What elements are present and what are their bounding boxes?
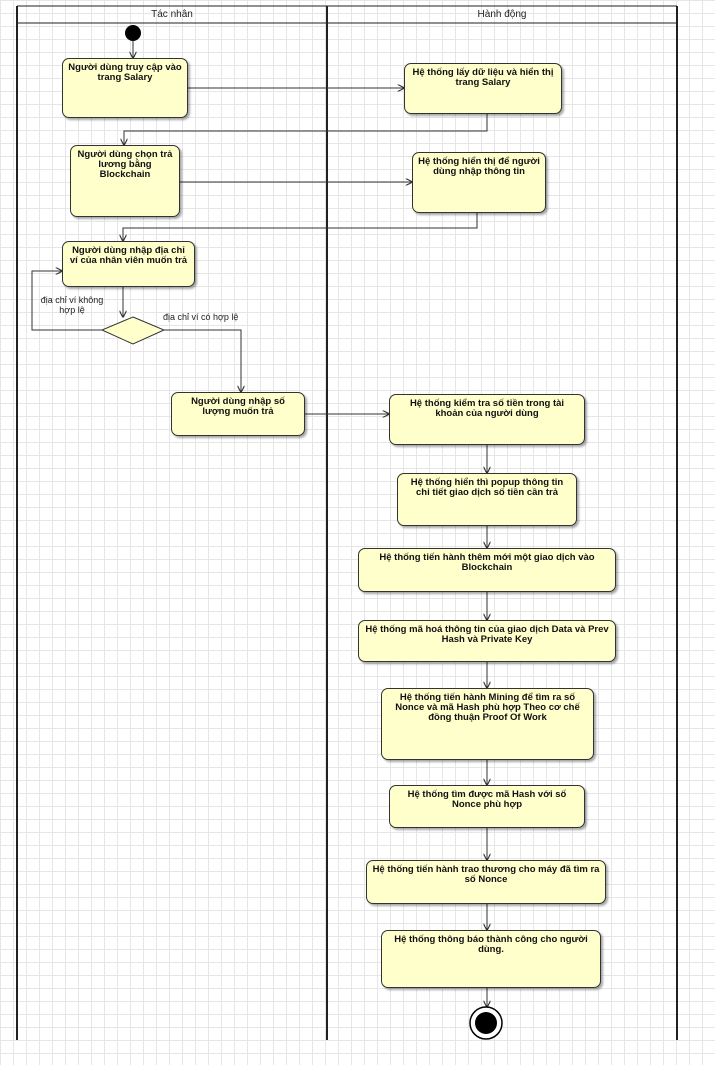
swimlane-frame — [16, 5, 678, 1040]
node-enter-wallet: Người dùng nhập địa chỉ ví của nhân viên… — [62, 241, 195, 287]
final-node — [469, 1006, 503, 1040]
node-show-popup: Hệ thống hiển thì popup thông tin chi ti… — [397, 473, 577, 526]
node-found-hash: Hệ thống tìm được mã Hash với số Nonce p… — [389, 785, 585, 828]
node-add-transaction: Hệ thống tiến hành thêm mới một giao dịc… — [358, 548, 616, 592]
edge-decision-invalid — [31, 271, 102, 331]
node-reward-miner: Hệ thống tiến hành trao thương cho máy đ… — [366, 860, 606, 904]
decision-node — [100, 316, 166, 345]
edge-n4-n5 — [123, 213, 478, 241]
guard-valid-wallet: địa chỉ ví có hợp lệ — [163, 312, 239, 322]
node-check-balance: Hệ thống kiểm tra số tiền trong tài khoả… — [389, 394, 585, 445]
node-access-salary: Người dùng truy cập vào trang Salary — [62, 58, 188, 118]
lane-header-action: Hành động — [477, 9, 527, 20]
guard-invalid-wallet: địa chỉ ví không hợp lệ — [40, 295, 104, 315]
node-encrypt-data: Hệ thống mã hoá thông tin của giao dịch … — [358, 620, 616, 662]
initial-node — [125, 25, 141, 41]
edge-n2-n3 — [124, 114, 488, 145]
node-mining: Hệ thống tiến hành Mining để tìm ra số N… — [381, 688, 594, 760]
node-load-salary: Hệ thống lấy dữ liệu và hiển thị trang S… — [404, 63, 562, 114]
node-show-input: Hệ thống hiển thị để người dùng nhập thô… — [412, 152, 546, 213]
node-notify-success: Hệ thống thông báo thành công cho người … — [381, 930, 601, 988]
edge-decision-valid — [164, 329, 241, 392]
node-choose-blockchain: Người dùng chọn trả lương bằng Blockchai… — [70, 145, 180, 217]
edges — [31, 41, 488, 1007]
lane-header-actor: Tác nhân — [151, 9, 193, 20]
node-enter-amount: Người dùng nhập số lượng muốn trả — [171, 392, 305, 436]
